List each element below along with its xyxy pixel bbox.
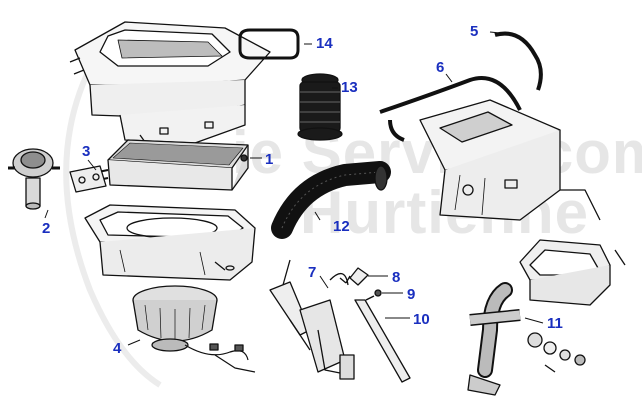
pipe-fitting-drawing	[467, 282, 586, 396]
upper-housing-drawing	[69, 21, 271, 144]
blower-motor-drawing	[132, 285, 256, 373]
heater-core-drawing	[97, 139, 249, 191]
clip-drawing	[349, 267, 369, 286]
callout-11: 11	[547, 315, 563, 332]
watermark-arc	[63, 56, 162, 388]
control-lever-drawing	[269, 259, 355, 380]
duct-hose-drawing	[271, 161, 391, 239]
callout-8: 8	[392, 269, 401, 286]
bellows-drawing	[297, 73, 343, 141]
bracket-drawing	[354, 299, 411, 383]
screw-drawing	[365, 289, 382, 301]
callout-9: 9	[407, 286, 416, 303]
callout-14: 14	[316, 35, 333, 52]
callout-13: 13	[341, 79, 358, 96]
callout-10: 10	[413, 311, 430, 328]
callout-3: 3	[82, 143, 91, 160]
seal-drawing	[238, 28, 300, 60]
gasket-drawing	[69, 165, 107, 193]
callout-12: 12	[333, 218, 350, 235]
heater-valve-drawing	[8, 148, 60, 210]
callout-7: 7	[308, 264, 317, 281]
right-duct-box-drawing	[519, 239, 626, 306]
callout-6: 6	[436, 59, 445, 76]
hose-5-drawing	[494, 31, 543, 91]
right-heater-box-drawing	[419, 99, 601, 221]
hose-6-drawing	[379, 76, 522, 142]
callout-5: 5	[470, 23, 479, 40]
callout-2: 2	[42, 220, 51, 237]
callout-1: 1	[265, 151, 274, 168]
lower-housing-drawing	[84, 204, 256, 281]
callout-4: 4	[113, 340, 122, 357]
